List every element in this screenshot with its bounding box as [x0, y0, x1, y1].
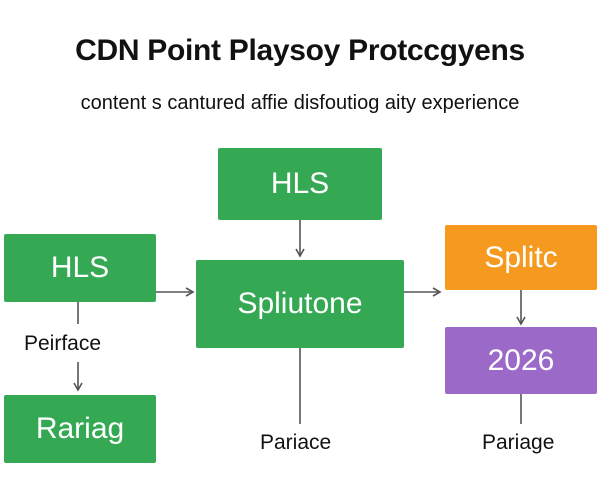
label-left: Peirface	[24, 332, 102, 355]
node-left-bottom-label: Rariag	[35, 412, 125, 445]
node-center: Spliutone	[196, 260, 404, 348]
label-center: Pariace	[260, 431, 332, 454]
node-right-top: Splitc	[445, 225, 597, 290]
node-right-bottom: 2026	[445, 327, 597, 394]
node-hls-top-label: HLS	[270, 167, 330, 200]
node-hls-top: HLS	[218, 148, 382, 220]
node-hls-left: HLS	[4, 234, 156, 302]
node-left-bottom: Rariag	[4, 395, 156, 463]
node-hls-left-label: HLS	[50, 251, 110, 284]
node-right-bottom-label: 2026	[487, 343, 555, 377]
label-right: Pariage	[482, 431, 555, 454]
node-right-top-label: Splitc	[484, 240, 558, 274]
node-center-label: Spliutone	[237, 287, 363, 320]
diagram-subtitle: content s cantured affie disfoutiog aity…	[80, 92, 520, 114]
diagram-title: CDN Point Playsoy Protccgyens	[75, 34, 525, 67]
